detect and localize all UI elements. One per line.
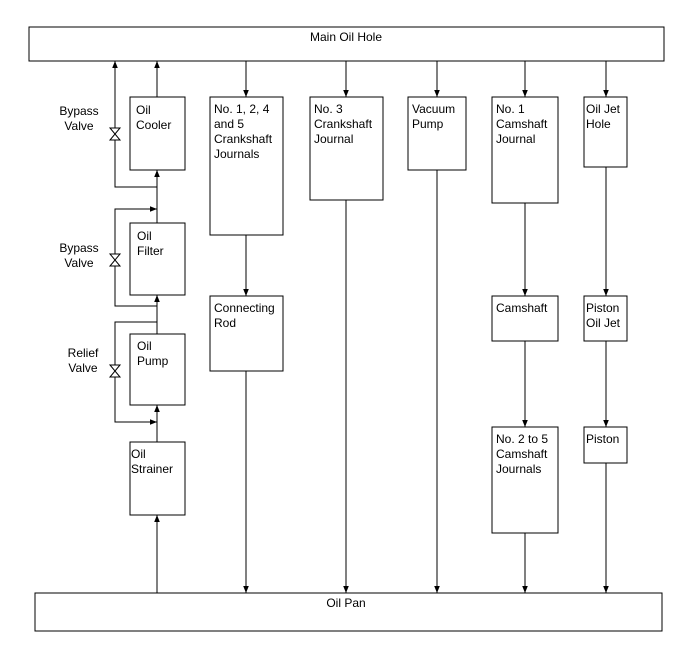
camshaft-journals-2to5-box: No. 2 to 5 Camshaft Journals — [491, 426, 559, 534]
main-oil-hole-box: Main Oil Hole — [28, 26, 665, 62]
crankshaft-journals-1245-label-3: Crankshaft — [214, 132, 273, 146]
crankshaft-journals-1245-box: No. 1, 2, 4 and 5 Crankshaft Journals — [209, 96, 284, 236]
oil-jet-hole-label-2: Hole — [586, 117, 611, 131]
relief-valve-icon — [108, 364, 122, 378]
crankshaft-journal-3-label-2: Crankshaft — [314, 117, 373, 131]
oil-jet-hole-label-1: Oil Jet — [586, 102, 621, 116]
main-oil-hole-label: Main Oil Hole — [310, 30, 382, 44]
connecting-rod-label-1: Connecting — [214, 301, 275, 315]
oil-pump-label-2: Pump — [137, 354, 169, 368]
svg-text:Relief: Relief — [68, 346, 99, 360]
oil-pan-label: Oil Pan — [326, 596, 365, 610]
svg-text:Bypass: Bypass — [59, 241, 98, 255]
piston-box: Piston — [583, 426, 628, 464]
oil-jet-hole-box: Oil Jet Hole — [583, 96, 628, 168]
svg-text:Valve: Valve — [64, 119, 93, 133]
camshaft-journals-2to5-label-3: Journals — [496, 462, 541, 476]
oil-filter-label-2: Filter — [137, 244, 164, 258]
camshaft-journal-1-box: No. 1 Camshaft Journal — [491, 96, 559, 204]
oil-filter-box: Oil Filter — [129, 222, 186, 296]
svg-text:Valve: Valve — [68, 361, 97, 375]
camshaft-journals-2to5-label-1: No. 2 to 5 — [496, 432, 548, 446]
crankshaft-journals-1245-label-1: No. 1, 2, 4 — [214, 102, 270, 116]
bypass-valve-cooler-icon — [108, 127, 122, 141]
oil-pump-label-1: Oil — [137, 339, 152, 353]
crankshaft-journals-1245-label-2: and 5 — [214, 117, 244, 131]
oil-pan-box: Oil Pan — [34, 592, 663, 632]
oil-strainer-label-1: Oil — [131, 447, 146, 461]
connecting-rod-label-2: Rod — [214, 316, 236, 330]
oil-pump-box: Oil Pump — [129, 333, 186, 406]
vacuum-pump-label-2: Pump — [412, 117, 444, 131]
piston-label: Piston — [586, 432, 619, 446]
piston-oil-jet-label-2: Oil Jet — [586, 316, 621, 330]
oil-cooler-box: Oil Cooler — [129, 96, 186, 171]
relief-valve-label: Relief Valve — [68, 346, 99, 375]
piston-oil-jet-label-1: Piston — [586, 301, 619, 315]
oil-cooler-label-2: Cooler — [136, 118, 171, 132]
bypass-valve-filter-icon — [108, 253, 122, 267]
camshaft-box: Camshaft — [491, 295, 559, 342]
camshaft-journal-1-label-3: Journal — [496, 132, 535, 146]
bypass-valve-filter-label: Bypass Valve — [59, 241, 98, 270]
connecting-rod-box: Connecting Rod — [209, 295, 284, 372]
vacuum-pump-label-1: Vacuum — [412, 102, 455, 116]
camshaft-journal-1-label-1: No. 1 — [496, 102, 525, 116]
vacuum-pump-box: Vacuum Pump — [407, 96, 467, 171]
crankshaft-journal-3-box: No. 3 Crankshaft Journal — [309, 96, 384, 201]
oil-strainer-label-2: Strainer — [131, 462, 173, 476]
svg-text:Bypass: Bypass — [59, 104, 98, 118]
flow-cooler-bypass — [112, 61, 157, 188]
bypass-valve-cooler-label: Bypass Valve — [59, 104, 98, 133]
oil-strainer-box: Oil Strainer — [129, 441, 186, 516]
piston-oil-jet-box: Piston Oil Jet — [583, 295, 628, 342]
crankshaft-journal-3-label-1: No. 3 — [314, 102, 343, 116]
camshaft-journals-2to5-label-2: Camshaft — [496, 447, 548, 461]
crankshaft-journal-3-label-3: Journal — [314, 132, 353, 146]
oil-filter-label-1: Oil — [137, 229, 152, 243]
camshaft-label: Camshaft — [496, 301, 548, 315]
crankshaft-journals-1245-label-4: Journals — [214, 147, 259, 161]
svg-text:Valve: Valve — [64, 256, 93, 270]
camshaft-journal-1-label-2: Camshaft — [496, 117, 548, 131]
oil-cooler-label-1: Oil — [136, 103, 151, 117]
